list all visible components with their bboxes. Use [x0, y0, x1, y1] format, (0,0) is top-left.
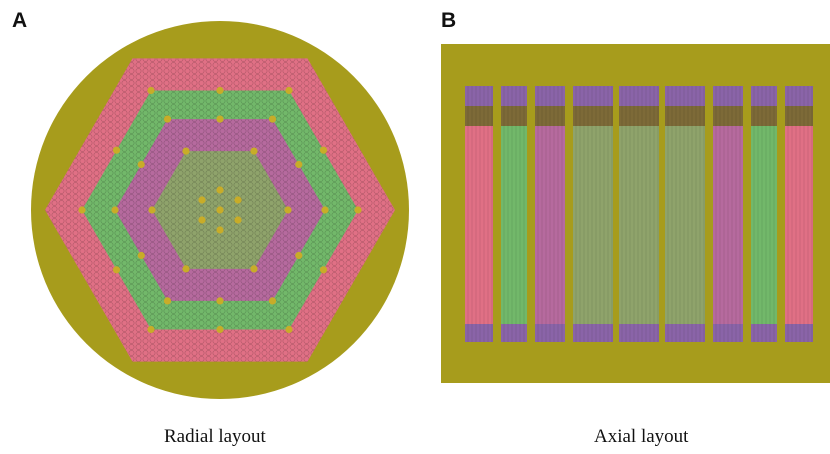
- fuel-column: [785, 126, 813, 324]
- upper-end-plug: [535, 86, 565, 106]
- panel-label-a: A: [12, 9, 28, 32]
- axial-fuel-columns: [465, 86, 813, 342]
- control-rod: [319, 146, 328, 154]
- control-rod: [216, 226, 224, 234]
- control-rod: [250, 265, 258, 273]
- control-rod: [148, 206, 156, 214]
- gas-plenum: [501, 106, 527, 126]
- upper-end-plug: [619, 86, 659, 106]
- control-rod: [216, 186, 224, 194]
- radial-layout-caption: Radial layout: [164, 426, 266, 447]
- control-rod: [137, 160, 145, 169]
- panel-label-b: B: [441, 9, 457, 32]
- control-rod: [216, 86, 224, 95]
- upper-end-plug: [785, 86, 813, 106]
- gas-plenum: [751, 106, 777, 126]
- control-rod: [182, 147, 190, 155]
- gas-plenum: [465, 106, 493, 126]
- gas-plenum: [535, 106, 565, 126]
- control-rod: [216, 206, 224, 214]
- fuel-column: [665, 126, 705, 324]
- lower-end-plug: [619, 324, 659, 342]
- control-rods: [78, 86, 362, 334]
- upper-end-plug: [713, 86, 743, 106]
- control-rod: [147, 86, 155, 95]
- radial-layout-diagram: [31, 21, 409, 399]
- control-rod: [295, 160, 303, 169]
- fuel-column: [619, 126, 659, 324]
- control-rod: [285, 86, 293, 95]
- control-rod: [182, 265, 190, 273]
- axial-layout-caption: Axial layout: [594, 426, 689, 447]
- control-rod: [285, 325, 293, 334]
- upper-end-plug: [573, 86, 613, 106]
- control-rod: [112, 146, 121, 154]
- control-rod: [216, 297, 224, 305]
- upper-end-plug: [665, 86, 705, 106]
- control-rod: [284, 206, 292, 214]
- control-rod: [268, 297, 277, 305]
- fuel-column: [573, 126, 613, 324]
- control-rod: [78, 206, 86, 214]
- fuel-column: [501, 126, 527, 324]
- control-rod: [234, 196, 242, 204]
- lower-end-plug: [535, 324, 565, 342]
- fuel-column: [751, 126, 777, 324]
- control-rod: [147, 325, 155, 334]
- lower-end-plug: [751, 324, 777, 342]
- upper-end-plug: [465, 86, 493, 106]
- control-rod: [321, 206, 329, 214]
- upper-end-plug: [501, 86, 527, 106]
- control-rod: [163, 115, 172, 123]
- control-rod: [250, 147, 258, 155]
- lower-end-plug: [665, 324, 705, 342]
- axial-layout-diagram: [441, 44, 830, 383]
- lower-end-plug: [573, 324, 613, 342]
- gas-plenum: [665, 106, 705, 126]
- fuel-column: [535, 126, 565, 324]
- control-rod: [216, 325, 224, 334]
- gas-plenum: [619, 106, 659, 126]
- control-rod: [111, 206, 119, 214]
- control-rod: [216, 115, 224, 123]
- gas-plenum: [713, 106, 743, 126]
- lower-end-plug: [713, 324, 743, 342]
- control-rod: [198, 196, 206, 204]
- control-rod: [319, 266, 328, 274]
- control-rod: [234, 216, 242, 224]
- fuel-column: [713, 126, 743, 324]
- lower-end-plug: [785, 324, 813, 342]
- control-rod: [137, 251, 145, 260]
- gas-plenum: [785, 106, 813, 126]
- lower-end-plug: [465, 324, 493, 342]
- control-rod: [268, 115, 277, 123]
- control-rod: [295, 251, 303, 260]
- fuel-column: [465, 126, 493, 324]
- upper-end-plug: [751, 86, 777, 106]
- lower-end-plug: [501, 324, 527, 342]
- control-rod: [163, 297, 172, 305]
- control-rod: [112, 266, 121, 274]
- control-rod: [354, 206, 362, 214]
- gas-plenum: [573, 106, 613, 126]
- control-rod: [198, 216, 206, 224]
